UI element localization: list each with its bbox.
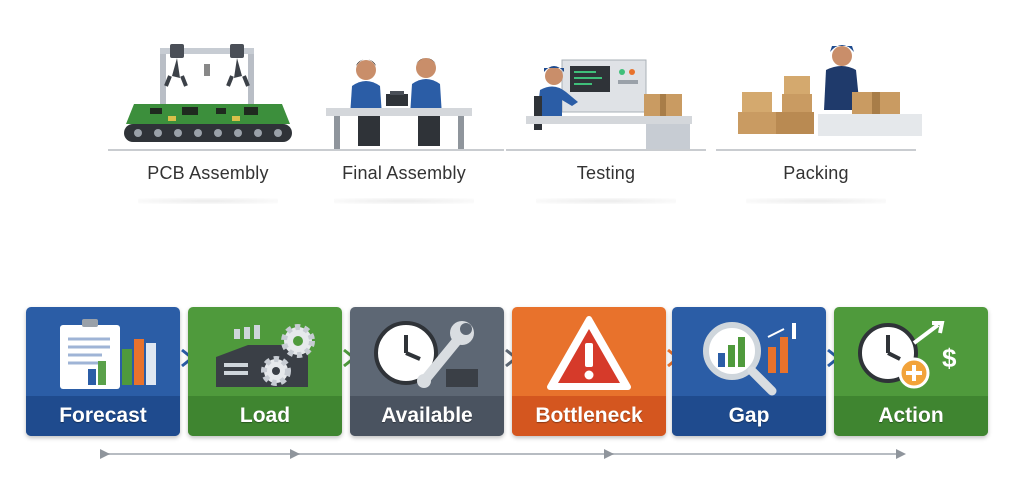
step-label: Action: [878, 404, 944, 427]
svg-text:$: $: [942, 343, 957, 373]
step-action: $ Action: [834, 307, 988, 436]
step-label: Available: [381, 404, 473, 427]
stage-packing: Packing: [706, 0, 926, 204]
stage-label: Final Assembly: [342, 163, 466, 183]
step-bottleneck: Bottleneck: [512, 307, 666, 436]
step-load: Load: [188, 307, 342, 436]
clock-dollar-icon: $: [858, 321, 957, 389]
factory-gears-icon: [216, 324, 315, 387]
stage-label: Testing: [576, 163, 636, 183]
step-label: Forecast: [59, 404, 147, 427]
magnifier-chart-icon: [703, 322, 796, 396]
forecast-chart-icon: [60, 319, 156, 389]
step-label: Bottleneck: [535, 404, 643, 427]
step-gap: Gap: [672, 307, 826, 436]
stage-label: Packing: [783, 163, 849, 183]
stage-testing: Testing: [496, 0, 716, 204]
step-label: Load: [239, 404, 291, 427]
clock-wrench-icon: [374, 321, 478, 388]
warning-icon: [547, 316, 631, 390]
timeline-arrow: [100, 449, 906, 459]
stage-pcb-assembly: PCB Assembly: [98, 0, 318, 204]
step-available: Available: [350, 307, 504, 436]
step-forecast: Forecast: [26, 307, 180, 436]
final-assembly-illustration: [304, 58, 504, 151]
stage-label: PCB Assembly: [147, 163, 269, 183]
packing-illustration: [716, 45, 922, 151]
pcb-assembly-illustration: [108, 44, 308, 151]
stage-final-assembly: Final Assembly: [294, 0, 514, 204]
step-label: Gap: [728, 404, 770, 427]
testing-illustration: [506, 59, 706, 151]
